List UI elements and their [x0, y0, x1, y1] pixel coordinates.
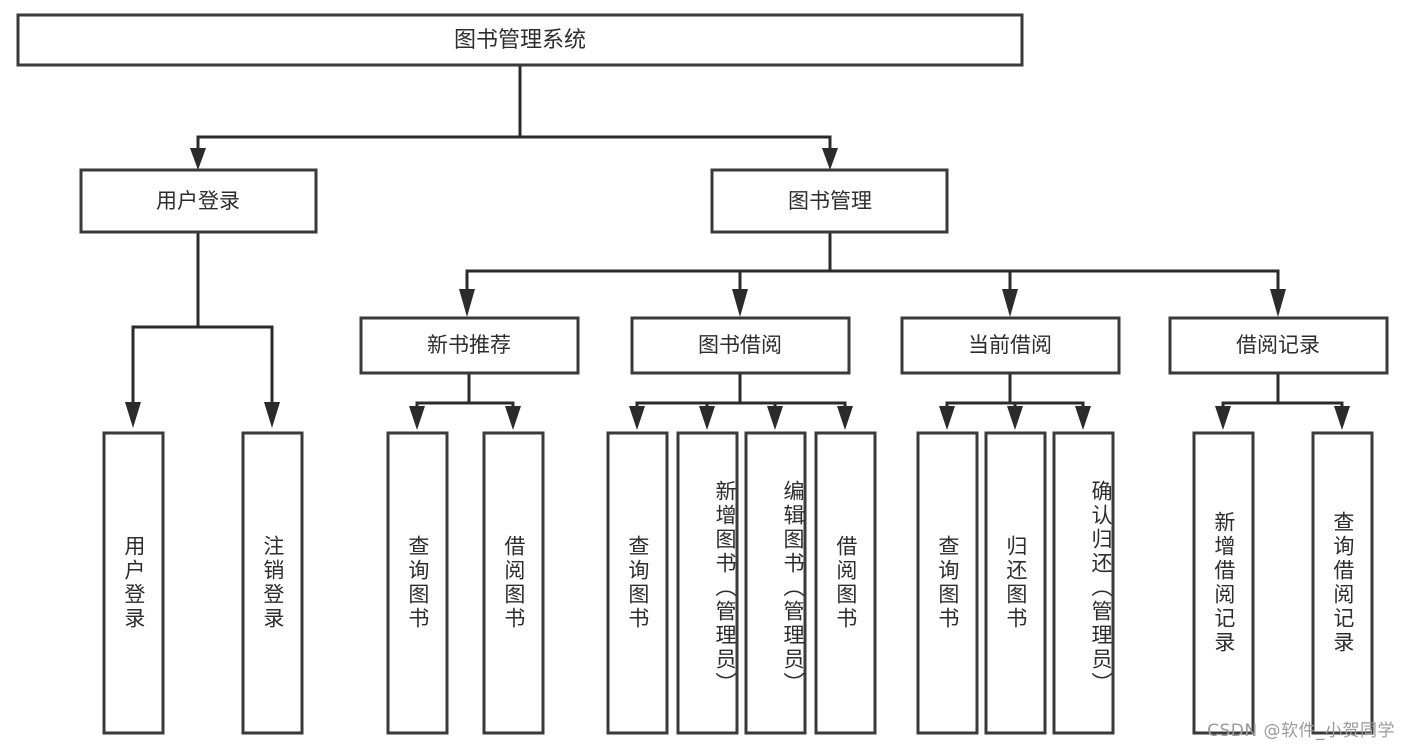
arrow-head-new-book-rec [459, 289, 475, 317]
arrow-head-leaf-return-book [1007, 406, 1023, 430]
arrow-head-borrow-record [1270, 289, 1286, 317]
arrow-head-leaf-query-book-2 [629, 406, 645, 430]
leaf-query-book-3-box[interactable] [916, 431, 979, 735]
node-book-manage-label: 图书管理 [788, 189, 872, 213]
arrow-head-leaf-edit-book [767, 406, 783, 430]
node-book-borrow-label: 图书借阅 [698, 333, 782, 357]
arrow-head-leaf-query-book-1 [409, 406, 425, 430]
arrow-head-book-borrow [732, 289, 748, 317]
node-root-label: 图书管理系统 [454, 28, 586, 53]
node-book-borrow-box[interactable] [630, 316, 851, 375]
arrow-head-leaf-confirm-return [1075, 406, 1091, 430]
leaf-query-book-2-box[interactable] [606, 431, 669, 735]
node-root-box[interactable] [16, 13, 1024, 67]
leaf-borrow-book-2-box[interactable] [814, 431, 877, 735]
leaf-user-logout-box[interactable] [241, 431, 304, 735]
arrow-head-book-manage [822, 148, 838, 170]
node-root[interactable]: 图书管理系统 [16, 13, 1024, 67]
connector-group [125, 63, 1350, 430]
node-current-borrow[interactable]: 当前借阅 [900, 316, 1121, 375]
node-book-manage-box[interactable] [710, 168, 949, 234]
leaf-add-record-box[interactable] [1192, 431, 1255, 735]
leaf-edit-book-box[interactable] [744, 431, 807, 735]
node-user-login-box[interactable] [79, 168, 318, 234]
node-borrow-record-label: 借阅记录 [1236, 333, 1320, 357]
node-borrow-record-box[interactable] [1168, 316, 1389, 375]
watermark-text: CSDN @软件_小贺同学 [1207, 721, 1395, 741]
arrow-head-leaf-borrow-book-1 [505, 406, 521, 430]
arrow-head-leaf-add-book [699, 406, 715, 430]
arrow-head-leaf-query-record [1334, 406, 1350, 430]
arrow-head-user-login [190, 148, 206, 170]
leaf-user-login-box[interactable] [102, 431, 165, 735]
node-new-book-rec-label: 新书推荐 [427, 333, 511, 357]
node-borrow-record[interactable]: 借阅记录 [1168, 316, 1389, 375]
leaf-box-group [102, 431, 1374, 735]
node-current-borrow-box[interactable] [900, 316, 1121, 375]
arrow-head-leaf-query-book-3 [939, 406, 955, 430]
node-new-book-rec-box[interactable] [359, 316, 580, 375]
arrow-head-leaf-borrow-book-2 [837, 406, 853, 430]
arrow-head-leaf-user-login [125, 402, 141, 428]
node-new-book-rec[interactable]: 新书推荐 [359, 316, 580, 375]
leaf-query-record-box[interactable] [1311, 431, 1374, 735]
node-book-borrow[interactable]: 图书借阅 [630, 316, 851, 375]
leaf-add-book-box[interactable] [676, 431, 739, 735]
node-current-borrow-label: 当前借阅 [968, 333, 1052, 357]
leaf-confirm-return-box[interactable] [1052, 431, 1115, 735]
leaf-borrow-book-1-box[interactable] [482, 431, 545, 735]
arrow-head-current-borrow [1002, 289, 1018, 317]
node-user-login[interactable]: 用户登录 [79, 168, 318, 234]
leaf-return-book-box[interactable] [984, 431, 1047, 735]
arrow-head-leaf-add-record [1215, 406, 1231, 430]
arrow-head-leaf-user-logout [264, 402, 280, 428]
node-user-login-label: 用户登录 [156, 189, 240, 213]
node-book-manage[interactable]: 图书管理 [710, 168, 949, 234]
leaf-query-book-1-box[interactable] [386, 431, 449, 735]
